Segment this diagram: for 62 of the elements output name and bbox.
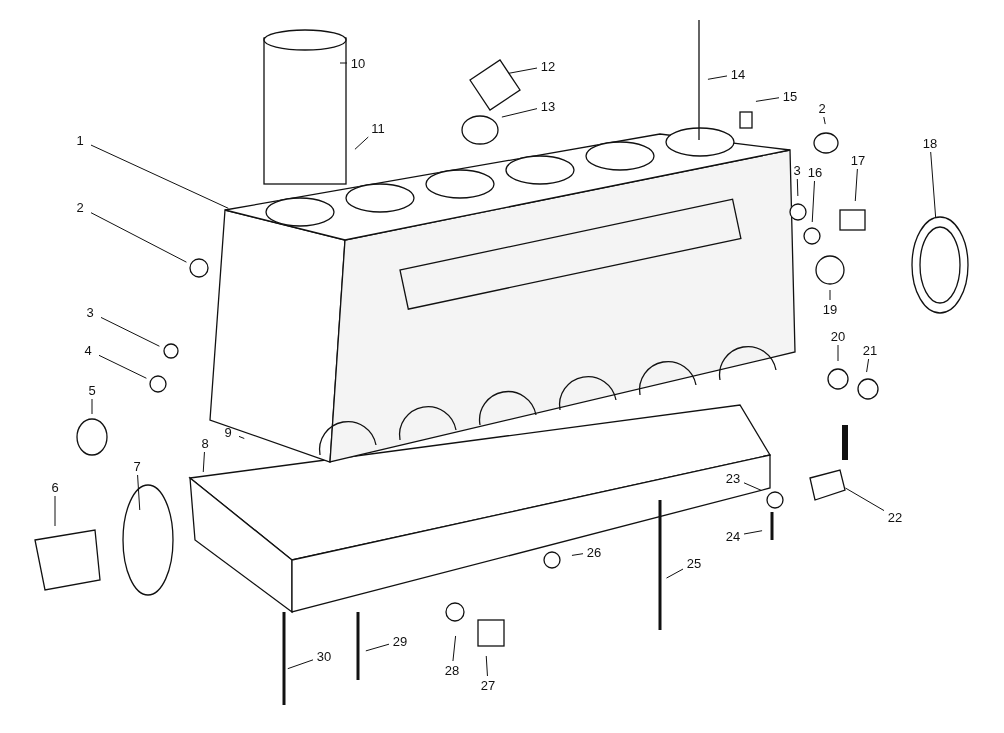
leader-line bbox=[287, 659, 314, 670]
callout-number: 23 bbox=[722, 469, 744, 487]
leader-line bbox=[743, 482, 762, 491]
leader-line bbox=[854, 168, 858, 202]
callout-number: 19 bbox=[819, 300, 841, 318]
callout-number: 30 bbox=[313, 647, 335, 665]
leader-line bbox=[811, 180, 815, 223]
callout-number: 15 bbox=[779, 87, 801, 105]
leader-line bbox=[98, 354, 147, 379]
leader-line bbox=[829, 289, 831, 301]
leader-line bbox=[365, 643, 390, 652]
callout-number: 2 bbox=[811, 99, 833, 117]
leader-line bbox=[666, 568, 684, 579]
leader-line bbox=[571, 553, 584, 556]
callout-number: 21 bbox=[859, 341, 881, 359]
leader-line bbox=[90, 144, 229, 209]
leader-line bbox=[100, 316, 160, 347]
callout-number: 8 bbox=[194, 434, 216, 452]
leader-line bbox=[238, 435, 245, 439]
callout-number: 10 bbox=[347, 54, 369, 72]
leader-line bbox=[823, 116, 826, 125]
callout-number: 4 bbox=[77, 341, 99, 359]
leader-line bbox=[743, 530, 763, 535]
leader-line bbox=[452, 635, 457, 662]
callout-number: 28 bbox=[441, 661, 463, 679]
leader-line bbox=[501, 108, 538, 118]
leader-line bbox=[137, 474, 141, 511]
leader-line bbox=[354, 136, 369, 150]
callout-number: 3 bbox=[79, 303, 101, 321]
callout-number: 7 bbox=[126, 457, 148, 475]
leader-line bbox=[508, 67, 538, 74]
leader-line bbox=[54, 495, 56, 527]
callout-number: 25 bbox=[683, 554, 705, 572]
callout-number: 9 bbox=[217, 423, 239, 441]
leader-line bbox=[90, 212, 187, 263]
callout-number: 26 bbox=[583, 543, 605, 561]
callout-number: 22 bbox=[884, 508, 906, 526]
callout-number: 12 bbox=[537, 57, 559, 75]
leader-line bbox=[844, 487, 885, 512]
callout-number: 17 bbox=[847, 151, 869, 169]
callout-number: 1 bbox=[69, 131, 91, 149]
leader-line bbox=[837, 344, 839, 362]
callout-number: 18 bbox=[919, 134, 941, 152]
leader-line bbox=[866, 358, 870, 373]
callout-number: 14 bbox=[727, 65, 749, 83]
leader-line bbox=[339, 62, 348, 64]
callout-number: 13 bbox=[537, 97, 559, 115]
leader-line bbox=[91, 398, 93, 415]
leader-line bbox=[202, 451, 205, 473]
callout-number: 24 bbox=[722, 527, 744, 545]
leader-line bbox=[485, 655, 488, 677]
leader-line bbox=[796, 178, 799, 197]
callout-number: 2 bbox=[69, 198, 91, 216]
leader-line bbox=[707, 75, 728, 80]
callout-number: 29 bbox=[389, 632, 411, 650]
leader-line bbox=[930, 151, 937, 219]
callout-number: 5 bbox=[81, 381, 103, 399]
callout-number: 20 bbox=[827, 327, 849, 345]
leader-line bbox=[755, 97, 780, 102]
callout-number: 27 bbox=[477, 676, 499, 694]
callout-number: 11 bbox=[367, 119, 389, 137]
callout-number: 6 bbox=[44, 478, 66, 496]
